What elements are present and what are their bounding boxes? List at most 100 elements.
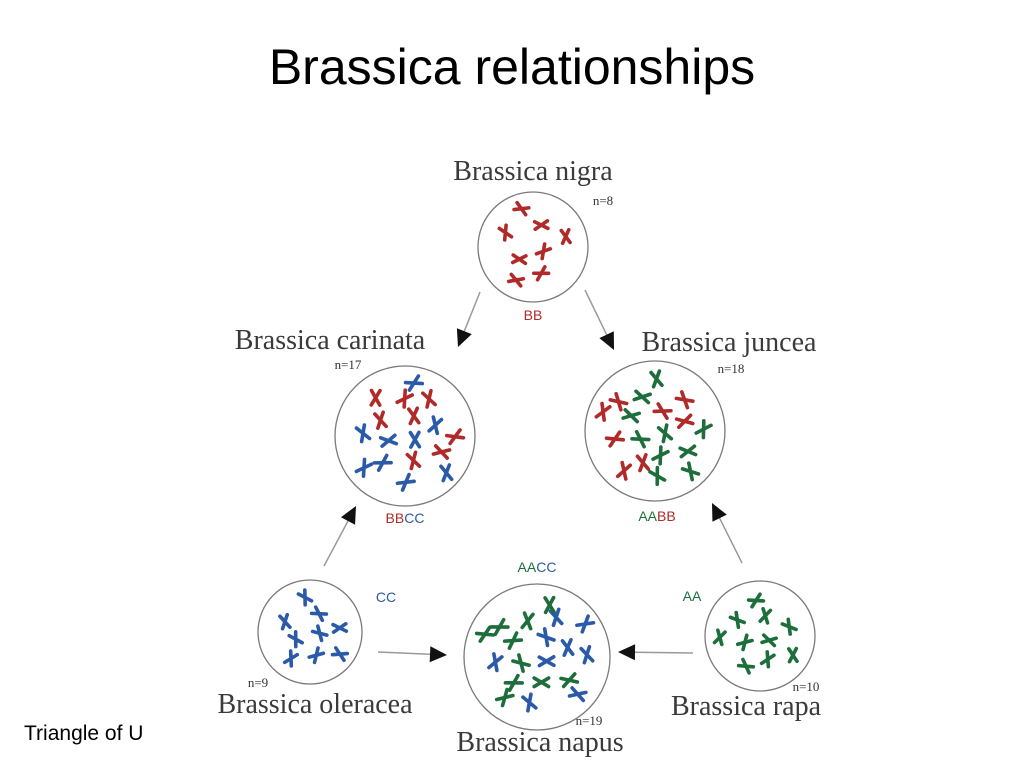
- genome-part: BB: [657, 508, 676, 524]
- chromosome-count-nigra: n=8: [593, 193, 613, 208]
- chromosome: [615, 460, 633, 481]
- species-name-juncea: Brassica juncea: [642, 327, 817, 358]
- genome-part: AA: [518, 559, 537, 575]
- chromosome: [532, 219, 550, 232]
- chromosome: [559, 672, 580, 689]
- genome-part: CC: [536, 559, 556, 575]
- chromosome: [310, 624, 329, 643]
- arrow-nigra-to-carinata: [456, 291, 481, 347]
- arrow-nigra-to-juncea: [584, 289, 614, 350]
- chromosome: [369, 388, 382, 407]
- chromosome: [548, 607, 564, 628]
- chromosome: [502, 631, 524, 650]
- genome-part: AA: [683, 588, 702, 604]
- chromosome: [678, 444, 698, 459]
- chromosome: [630, 429, 651, 449]
- genome-label-nigra: BB: [524, 307, 543, 323]
- chromosome: [712, 628, 727, 647]
- chromosome: [287, 630, 304, 649]
- chromosome: [758, 606, 773, 625]
- chromosome: [543, 595, 556, 615]
- chromosome: [787, 646, 799, 664]
- hybridization-arrows: [323, 289, 743, 663]
- chromosome-set: [712, 592, 799, 675]
- chromosome: [651, 445, 670, 466]
- chromosome-count-oleracea: n=9: [248, 675, 268, 690]
- chromosome: [489, 617, 510, 637]
- chromosome: [395, 388, 415, 409]
- chromosome: [594, 401, 612, 422]
- chromosome: [407, 406, 421, 426]
- chromosome-set: [278, 588, 350, 668]
- genome-label-rapa: AA: [683, 588, 702, 604]
- genome-part: CC: [376, 589, 396, 605]
- chromosome: [309, 605, 329, 623]
- footer-caption: Triangle of U: [24, 722, 144, 745]
- chromosome: [372, 453, 393, 472]
- chromosome: [510, 253, 528, 266]
- chromosome: [330, 646, 350, 663]
- chromosome: [282, 649, 300, 668]
- chromosome: [736, 657, 756, 675]
- chromosome-count-juncea: n=18: [718, 361, 745, 376]
- species-name-carinata: Brassica carinata: [235, 325, 426, 356]
- chromosome: [537, 655, 556, 668]
- species-name-nigra: Brassica nigra: [453, 156, 613, 187]
- chromosome: [575, 614, 596, 634]
- chromosome: [408, 430, 422, 449]
- chromosome: [431, 444, 452, 460]
- chromosome: [579, 644, 595, 665]
- chromosome: [656, 423, 674, 444]
- chromosome: [494, 687, 515, 708]
- chromosome: [532, 265, 551, 282]
- chromosome: [474, 625, 496, 643]
- chromosome: [780, 617, 798, 636]
- chromosome: [735, 633, 754, 652]
- chromosome: [427, 415, 444, 436]
- chromosome: [439, 463, 454, 483]
- species-nigra: Brassica nigra n=8BB: [453, 156, 613, 323]
- chromosome: [680, 461, 701, 482]
- chromosome: [444, 428, 466, 446]
- chromosome: [421, 388, 437, 409]
- chromosome-count-rapa: n=10: [793, 679, 820, 694]
- chromosome: [296, 588, 314, 607]
- chromosome: [759, 650, 776, 669]
- chromosome: [506, 272, 526, 288]
- chromosome: [674, 413, 695, 430]
- chromosome: [746, 592, 766, 609]
- chromosome: [567, 686, 588, 703]
- chromosome-circle: [477, 191, 589, 303]
- chromosome: [559, 227, 572, 246]
- chromosome: [373, 410, 388, 430]
- chromosome: [674, 390, 695, 410]
- chromosome: [503, 673, 524, 692]
- chromosome-set: [497, 200, 572, 288]
- chromosome: [728, 610, 747, 630]
- chromosome-count-carinata: n=17: [335, 357, 362, 372]
- genome-label-oleracea: CC: [376, 589, 396, 605]
- chromosome: [497, 223, 514, 242]
- chromosome-count-napus: n=19: [576, 713, 603, 728]
- chromosome-set: [474, 595, 596, 713]
- chromosome: [403, 374, 425, 392]
- arrow-rapa-to-napus: [618, 644, 694, 661]
- chromosome: [621, 408, 642, 424]
- chromosome-circle: [334, 365, 476, 507]
- chromosome: [378, 433, 399, 448]
- chromosome: [560, 638, 575, 657]
- chromosome: [635, 453, 651, 473]
- slide-title: Brassica relationships: [268, 39, 756, 95]
- chromosome: [395, 472, 416, 492]
- chromosome: [649, 369, 664, 389]
- chromosome-circle: [257, 579, 363, 685]
- chromosome: [278, 612, 292, 631]
- chromosome: [512, 200, 531, 217]
- chromosome-set: [354, 374, 466, 492]
- chromosome: [521, 692, 538, 713]
